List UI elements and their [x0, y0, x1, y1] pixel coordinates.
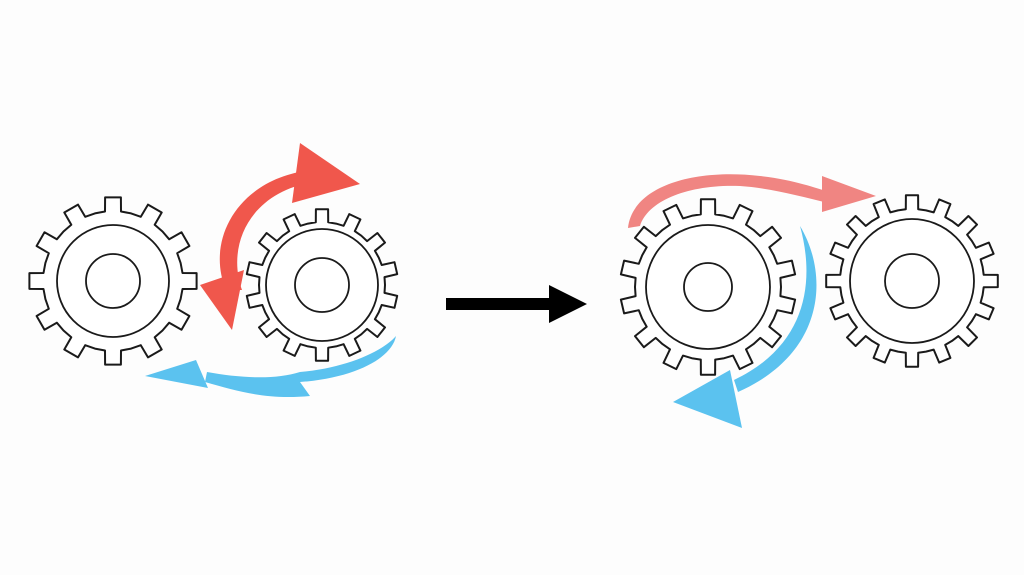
blue-curved-arrow — [145, 336, 396, 398]
transition-arrow-icon — [446, 285, 587, 323]
blue-arrow-shaft — [734, 226, 817, 392]
blue-arrowhead — [145, 360, 208, 388]
red-arrowhead — [822, 176, 876, 212]
red-arrow-shaft — [628, 174, 830, 228]
right-gear-icon — [825, 194, 999, 368]
panel-after — [619, 174, 999, 428]
blue-curved-arrow — [673, 226, 817, 428]
red-curved-arrow — [628, 174, 876, 228]
right-gear-icon — [245, 208, 399, 362]
left-gear-icon — [619, 198, 797, 376]
red-arrowhead-upper — [292, 143, 360, 203]
panel-before — [28, 143, 399, 398]
left-gear-icon — [28, 196, 198, 366]
transition-arrowhead — [549, 285, 587, 323]
blue-arrow-shaft — [205, 336, 396, 398]
transition-arrow-shaft — [446, 298, 558, 310]
red-bidirectional-arrow — [200, 143, 360, 330]
red-arrowhead-lower — [200, 270, 244, 330]
blue-arrowhead — [673, 370, 742, 428]
